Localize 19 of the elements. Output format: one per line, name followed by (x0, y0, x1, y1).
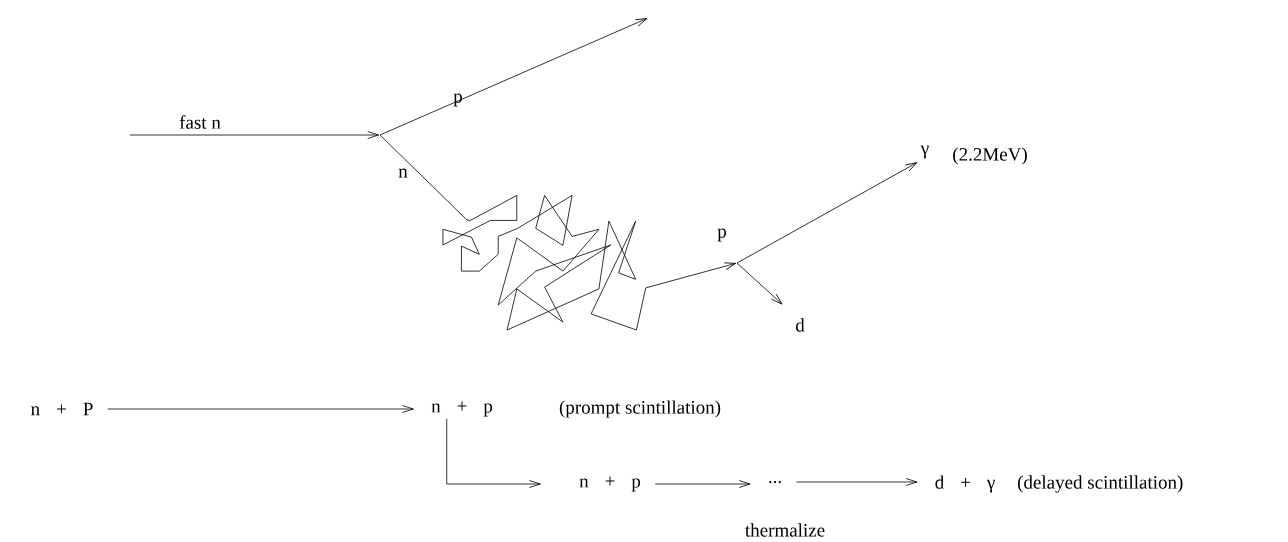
equation-text: n + P (31, 402, 93, 416)
equation-text: ... (769, 480, 781, 484)
equation-text: n + p (579, 476, 641, 492)
particle-label: (2.2MeV) (953, 147, 1027, 165)
arrow (107, 405, 414, 413)
arrow (446, 418, 541, 488)
particle-label: p (453, 93, 462, 107)
particle-label: n (398, 168, 408, 178)
particle-label: p (717, 228, 726, 242)
particle-label: fast n (179, 115, 221, 129)
arrow (796, 478, 918, 486)
annotation-text: (delayed scintillation) (1017, 475, 1183, 493)
particle-label: d (795, 318, 805, 332)
equation-text: n + p (431, 401, 493, 417)
annotation-text: thermalize (745, 523, 825, 537)
particle-label: γ (920, 145, 929, 159)
equation-text: d + γ (935, 475, 995, 493)
annotation-text: (prompt scintillation) (559, 400, 721, 418)
arrow (654, 480, 751, 488)
